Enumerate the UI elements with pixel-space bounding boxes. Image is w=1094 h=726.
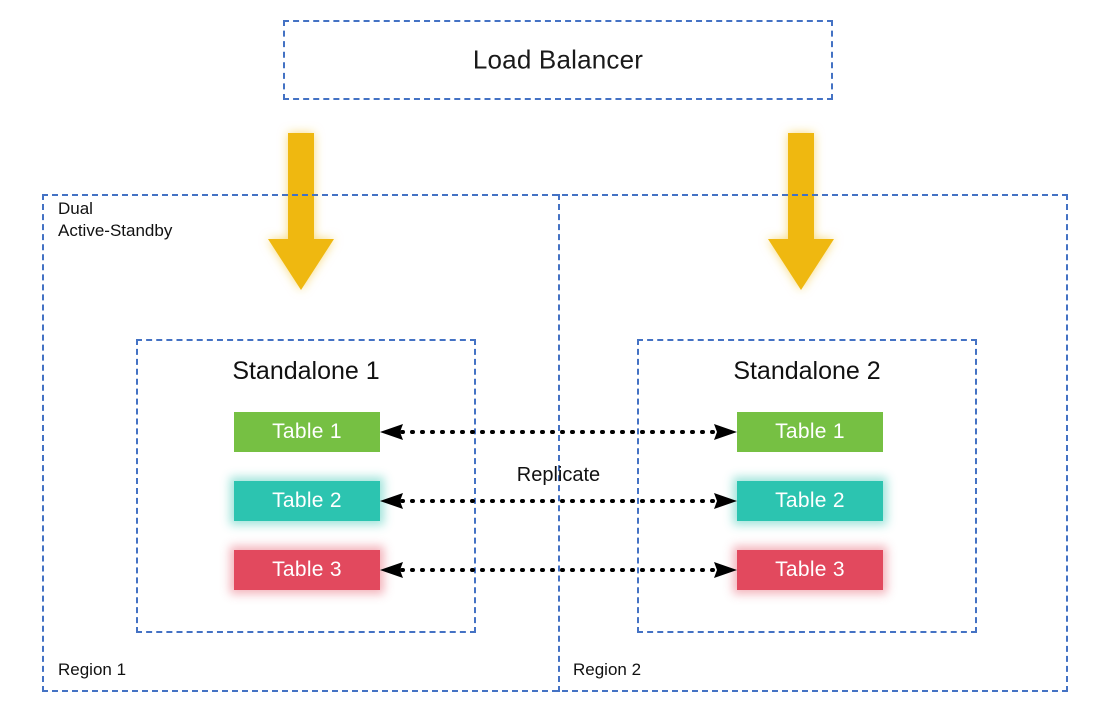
standalone-1-title: Standalone 1 [232, 357, 380, 385]
region-1-label: Region 1 [58, 660, 127, 679]
standalone-1-box: Standalone 1 [136, 339, 476, 633]
table-chip-left-2[interactable]: Table 2 [234, 481, 380, 521]
table-chip-right-2[interactable]: Table 2 [737, 481, 883, 521]
dual-mode-label: Dual Active-Standby [58, 199, 173, 241]
region-divider [558, 194, 560, 692]
replicate-label: Replicate [516, 464, 601, 486]
standalone-2-box: Standalone 2 [637, 339, 977, 633]
load-balancer-box: Load Balancer [283, 20, 833, 100]
dual-region-container [42, 194, 1068, 692]
load-balancer-label: Load Balancer [472, 44, 644, 75]
standalone-2-title: Standalone 2 [733, 357, 881, 385]
table-chip-right-3[interactable]: Table 3 [737, 550, 883, 590]
table-chip-right-1[interactable]: Table 1 [737, 412, 883, 452]
table-chip-left-3[interactable]: Table 3 [234, 550, 380, 590]
table-chip-left-1[interactable]: Table 1 [234, 412, 380, 452]
replicate-connector-3 [380, 562, 737, 578]
replicate-connector-2 [380, 493, 737, 509]
replicate-connector-1 [380, 424, 737, 440]
traffic-arrow-region-2-icon [768, 133, 834, 290]
region-2-label: Region 2 [573, 660, 642, 679]
traffic-arrow-region-1-icon [268, 133, 334, 290]
